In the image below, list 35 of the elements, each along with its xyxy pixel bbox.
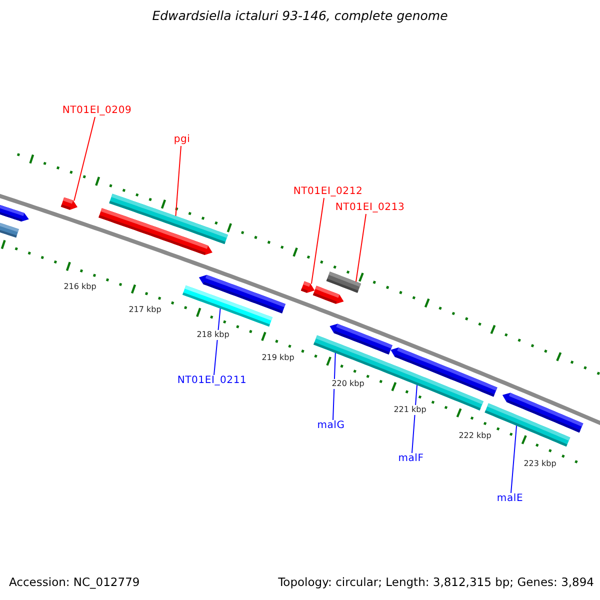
gene-label: malE — [496, 493, 524, 505]
gene-label: NT01EI_0211 — [177, 375, 247, 387]
leader-line — [74, 116, 96, 202]
gene-feature — [312, 286, 344, 304]
gene-feature — [0, 204, 29, 222]
scale-label: 219 kbp — [260, 353, 296, 363]
leader-line — [356, 214, 366, 282]
gene-label: malF — [398, 453, 424, 465]
gene-feature — [502, 392, 584, 433]
gene-label: NT01EI_0209 — [62, 105, 132, 117]
scale-label: 218 kbp — [196, 330, 230, 340]
scale-label: 220 kbp — [330, 379, 366, 389]
gene-bar — [326, 272, 362, 293]
gene-bar — [0, 220, 19, 238]
gene-label: NT01EI_0212 — [293, 186, 363, 198]
scale-label: 221 kbp — [392, 405, 428, 415]
accession-text: Accession: NC_012779 — [9, 576, 140, 588]
leader-line — [510, 425, 518, 494]
leader-line — [175, 146, 182, 216]
gene-feature — [300, 281, 315, 293]
scale-label: 222 kbp — [458, 431, 492, 441]
gene-label: pgi — [174, 134, 190, 146]
gene-label: NT01EI_0213 — [335, 202, 405, 214]
gene-label: malG — [317, 420, 345, 432]
leader-line — [310, 198, 324, 284]
title: Edwardsiella ictaluri 93-146, complete genome — [151, 10, 449, 22]
scale-label: 223 kbp — [522, 459, 558, 469]
scale-label: 217 kbp — [128, 305, 162, 315]
gene-feature — [198, 274, 286, 314]
gene-bar — [109, 194, 228, 244]
genome-info-text: Topology: circular; Length: 3,812,315 bp; Genes: 3,894 — [278, 576, 594, 588]
gene-feature — [330, 324, 392, 354]
scale-label: 216 kbp — [62, 282, 98, 292]
gene-feature — [60, 197, 78, 210]
gene-feature — [390, 348, 498, 397]
